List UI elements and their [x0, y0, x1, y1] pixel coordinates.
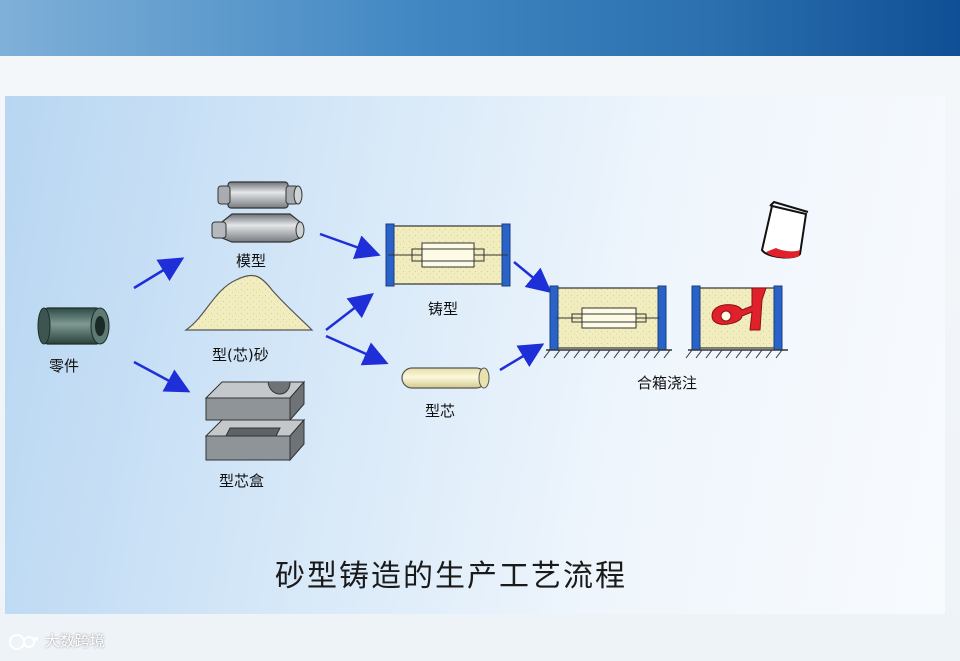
- label-core: 型芯: [425, 402, 456, 420]
- diagram-caption: 砂型铸造的生产工艺流程: [275, 559, 627, 594]
- label-pattern: 模型: [236, 252, 267, 270]
- diagram-panel: [5, 96, 945, 614]
- ladle-icon: [760, 200, 809, 259]
- label-core-box: 型芯盒: [219, 472, 265, 490]
- watermark-text: 大数跨境: [44, 632, 105, 650]
- arrow-sand-to-mold: [325, 292, 374, 331]
- label-mold: 铸型: [428, 300, 459, 318]
- watermark: 大数跨境: [8, 630, 105, 651]
- arrow-part-to-pattern: [133, 257, 185, 290]
- core-icon: [401, 367, 490, 389]
- mold-icon: [385, 223, 511, 287]
- pipe-part-icon: [37, 307, 110, 345]
- sand-pile-icon: [184, 274, 314, 331]
- flask-assembly-icon: [543, 285, 672, 359]
- pouring-flask-icon: [685, 285, 788, 359]
- arrow-pattern-to-mold: [319, 232, 381, 260]
- pattern-icon: [211, 181, 305, 243]
- arrow-sand-to-core: [325, 334, 389, 366]
- label-assembly: 合箱浇注: [637, 374, 698, 392]
- top-banner: [0, 0, 960, 56]
- label-part: 零件: [49, 357, 80, 375]
- arrow-core-to-assembly: [499, 343, 545, 372]
- label-sand: 型(芯)砂: [212, 346, 269, 364]
- watermark-logo-icon: [9, 633, 38, 650]
- arrow-part-to-corebox: [133, 360, 191, 393]
- core-box-icon: [204, 380, 306, 462]
- arrow-mold-to-assembly: [513, 261, 552, 294]
